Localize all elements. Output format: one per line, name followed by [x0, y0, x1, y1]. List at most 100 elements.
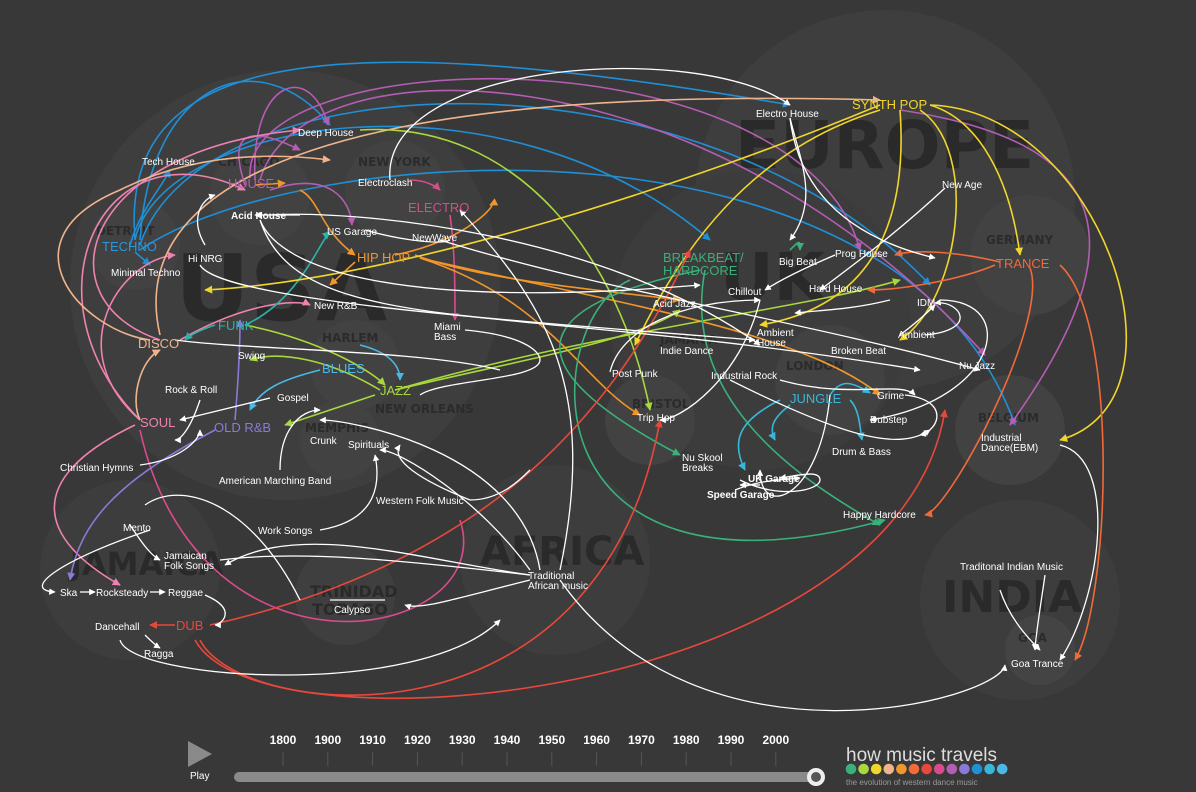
genre-acidhouse[interactable]: Acid House: [231, 211, 286, 222]
genre-indiedance[interactable]: Indie Dance: [660, 346, 714, 357]
genre-oldrnb[interactable]: OLD R&B: [214, 420, 271, 435]
arc: [659, 299, 761, 424]
arc: [219, 555, 531, 576]
timeline-slider-handle[interactable]: [807, 768, 825, 786]
genre-indianmusic[interactable]: Traditonal Indian Music: [960, 562, 1063, 573]
arc: [394, 278, 901, 391]
play-label: Play: [190, 771, 209, 782]
genre-funk[interactable]: FUNK: [218, 318, 254, 333]
arc: [756, 394, 831, 497]
genre-ambient[interactable]: Ambient: [898, 330, 935, 341]
genre-techno[interactable]: TECHNO: [102, 239, 157, 254]
genre-jazz[interactable]: JAZZ: [380, 383, 411, 398]
genre-reggae[interactable]: Reggae: [168, 588, 203, 599]
genre-calypso[interactable]: Calypso: [334, 605, 371, 616]
genre-spirituals[interactable]: Spirituals: [348, 440, 389, 451]
genre-hardhouse[interactable]: Hard House: [809, 284, 863, 295]
arc: [739, 473, 821, 493]
genre-house[interactable]: HOUSE: [228, 176, 275, 191]
genre-bigbeat[interactable]: Big Beat: [779, 257, 817, 268]
genre-speedgarage[interactable]: Speed Garage: [707, 490, 775, 501]
genre-worksongs[interactable]: Work Songs: [258, 526, 312, 537]
genre-breakbeat[interactable]: BREAKBEAT/HARDCORE: [663, 250, 744, 278]
genre-techhouse[interactable]: Tech House: [142, 157, 195, 168]
logo-color-dots: [845, 763, 1008, 775]
genre-acidjazz[interactable]: Acid Jazz: [653, 299, 696, 310]
logo-dot: [858, 763, 869, 775]
arc: [299, 189, 356, 256]
genre-chillout[interactable]: Chillout: [728, 287, 762, 298]
arc: [1059, 444, 1099, 661]
genre-grime[interactable]: Grime: [877, 391, 905, 402]
genre-happyhardcore[interactable]: Happy Hardcore: [843, 510, 916, 521]
genre-rockroll[interactable]: Rock & Roll: [165, 385, 217, 396]
genre-synthpop[interactable]: SYNTH POP: [852, 97, 927, 112]
arc: [284, 394, 376, 427]
genre-hiphop[interactable]: HIP HOP: [357, 250, 410, 265]
genre-jungle[interactable]: JUNGLE: [790, 391, 842, 406]
genre-ragga[interactable]: Ragga: [144, 649, 174, 660]
genre-dub[interactable]: DUB: [176, 618, 203, 633]
genre-postpunk[interactable]: Post Punk: [612, 369, 659, 380]
play-button[interactable]: Play: [188, 741, 212, 782]
genre-usgarage[interactable]: US Garage: [327, 227, 377, 238]
genre-rocksteady[interactable]: Rocksteady: [96, 588, 148, 599]
arc: [764, 254, 836, 291]
genre-christianhymns[interactable]: Christian Hymns: [60, 463, 133, 474]
arc: [573, 279, 886, 542]
genre-dancehall[interactable]: Dancehall: [95, 622, 139, 633]
genre-electro[interactable]: ELECTRO: [408, 200, 469, 215]
genre-marchingband[interactable]: American Marching Band: [219, 476, 331, 487]
genre-ska[interactable]: Ska: [60, 588, 78, 599]
genre-brokenbeat[interactable]: Broken Beat: [831, 346, 886, 357]
genre-newwave[interactable]: NewWave: [412, 233, 458, 244]
genre-newage[interactable]: New Age: [942, 180, 982, 191]
region-uk: UK: [720, 239, 828, 316]
genre-minimaltechno[interactable]: Minimal Techno: [111, 268, 181, 279]
genre-ukgarage[interactable]: UK Garage: [748, 474, 800, 485]
timeline-track[interactable]: [234, 772, 818, 782]
city-bristol: BRISTOL: [632, 397, 690, 411]
genre-industrialrock[interactable]: Industrial Rock: [711, 371, 778, 382]
genre-trance[interactable]: TRANCE: [996, 256, 1050, 271]
arc: [100, 251, 176, 421]
genre-electroclash[interactable]: Electroclash: [358, 178, 412, 189]
play-icon[interactable]: [188, 741, 212, 767]
genre-disco[interactable]: DISCO: [138, 336, 179, 351]
arc: [249, 353, 381, 391]
genre-hinrg[interactable]: Hi NRG: [188, 254, 223, 265]
genre-nujazz[interactable]: Nu Jazz: [959, 361, 995, 372]
arc: [894, 248, 1001, 263]
genre-crunk[interactable]: Crunk: [310, 436, 338, 447]
arc: [459, 209, 574, 571]
arc: [129, 524, 161, 561]
arc: [179, 397, 271, 422]
genre-mento[interactable]: Mento: [123, 523, 151, 534]
genre-gospel[interactable]: Gospel: [277, 393, 309, 404]
genre-newrnb[interactable]: New R&B: [314, 301, 358, 312]
genre-swing[interactable]: Swing: [238, 351, 265, 362]
genre-drumbass[interactable]: Drum & Bass: [832, 447, 891, 458]
genre-soul[interactable]: SOUL: [140, 415, 175, 430]
timeline-year: 1980: [673, 733, 700, 747]
genre-idm[interactable]: IDM: [917, 298, 935, 309]
genre-blues[interactable]: BLUES: [322, 361, 365, 376]
genre-deephouse[interactable]: Deep House: [298, 128, 354, 139]
genre-westernfolk[interactable]: Western Folk Music: [376, 496, 464, 507]
genre-triphop[interactable]: Trip Hop: [637, 413, 675, 424]
genre-electrohouse[interactable]: Electro House: [756, 109, 819, 120]
genre-dubstep[interactable]: Dubstep: [870, 415, 908, 426]
logo-dot: [883, 763, 895, 775]
genre-goatrance[interactable]: Goa Trance: [1011, 659, 1064, 670]
logo-dot: [908, 763, 920, 775]
genre-proghouse[interactable]: Prog House: [835, 249, 888, 260]
arc: [135, 349, 161, 421]
logo-dot: [984, 763, 995, 775]
